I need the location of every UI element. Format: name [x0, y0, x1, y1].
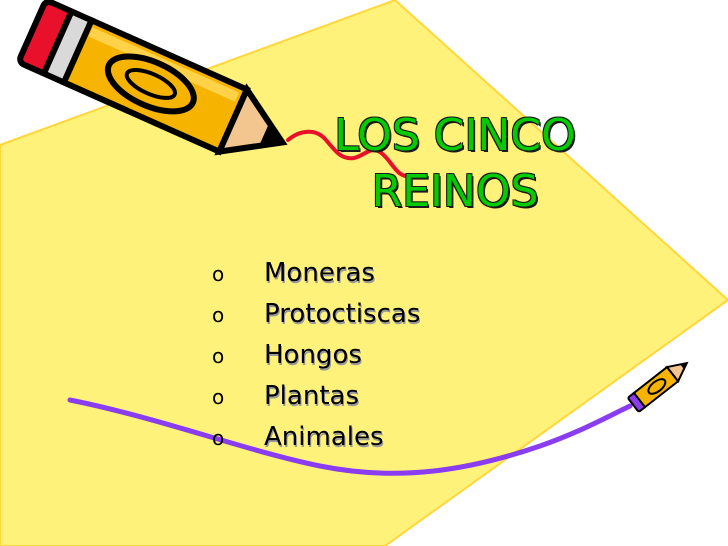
list-item: o Plantas	[212, 381, 420, 422]
bullet-icon: o	[212, 303, 225, 327]
bullet-icon: o	[212, 385, 225, 409]
bullet-icon: o	[212, 344, 225, 368]
bullet-icon: o	[212, 426, 225, 450]
slide-title: LOS CINCO REINOS	[270, 108, 640, 220]
item-label: Animales	[264, 422, 384, 452]
title-line-1: LOS CINCO	[334, 110, 576, 161]
list-item: o Animales	[212, 422, 420, 463]
kingdoms-list: o Moneras o Protoctiscas o Hongos o Plan…	[212, 258, 420, 463]
item-label: Moneras	[264, 258, 375, 288]
list-item: o Hongos	[212, 340, 420, 381]
purple-line	[67, 397, 633, 476]
item-label: Hongos	[264, 340, 362, 370]
title-line-2: REINOS	[371, 166, 539, 217]
list-item: o Moneras	[212, 258, 420, 299]
pencil-icon	[17, 0, 288, 156]
small-pencil-icon	[627, 361, 689, 413]
item-label: Protoctiscas	[264, 299, 421, 329]
bullet-icon: o	[212, 262, 225, 286]
red-squiggle	[286, 129, 412, 179]
list-item: o Protoctiscas	[212, 299, 420, 340]
item-label: Plantas	[264, 381, 359, 411]
